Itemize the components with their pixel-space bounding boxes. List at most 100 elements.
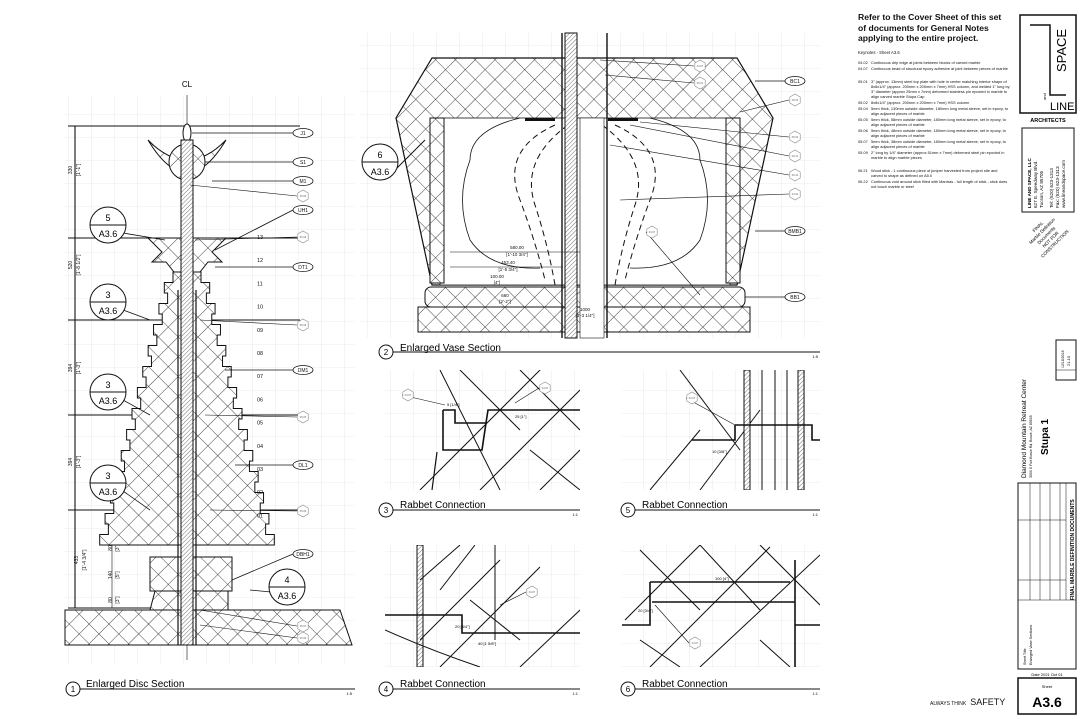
keynote-tag[interactable]: 04.07 bbox=[645, 225, 701, 296]
view-number: 5 bbox=[626, 506, 631, 515]
view-title-6: 6 Rabbet Connection 1:1 bbox=[620, 679, 820, 697]
level-number: 05 bbox=[257, 421, 263, 427]
keynote-tag[interactable]: 05.06 bbox=[194, 230, 309, 244]
element-tag[interactable]: DT1 bbox=[215, 262, 314, 272]
keynote-tag[interactable]: 04.07 bbox=[654, 604, 701, 650]
view-number: 6 bbox=[626, 685, 631, 694]
keynote-code: 05.05 bbox=[858, 116, 868, 122]
element-tag[interactable]: DM1 bbox=[225, 365, 314, 375]
dimension-text: 80 bbox=[108, 597, 114, 603]
dimension-text: [1'-1"] bbox=[76, 163, 82, 176]
keynote-tag[interactable]: 05.05 bbox=[189, 184, 309, 203]
keynote-tag[interactable]: 05.02 bbox=[739, 93, 801, 113]
logo-text: and bbox=[1042, 93, 1047, 100]
tag-label: DL1 bbox=[298, 463, 307, 469]
revision-number: 21.10 bbox=[1066, 355, 1071, 366]
keynote-tag[interactable]: 05.06 bbox=[204, 410, 309, 424]
view-number: 3 bbox=[384, 506, 389, 515]
notes-heading: Refer to the Cover Sheet of this set of … bbox=[858, 12, 1002, 43]
view-scale: 1:1 bbox=[812, 691, 818, 696]
callout-number: 3 bbox=[105, 380, 110, 390]
element-tag[interactable]: S1 bbox=[205, 157, 314, 167]
keynote-tag[interactable]: 05.06 bbox=[199, 318, 309, 332]
tag-label: DBH1 bbox=[296, 552, 310, 558]
detail-callout[interactable]: 3A3.6 bbox=[89, 373, 151, 416]
element-tag[interactable]: J1 bbox=[192, 128, 314, 138]
keynote-tag-label: 05.06 bbox=[300, 323, 307, 327]
vase-stick bbox=[564, 32, 578, 339]
element-tag[interactable]: DBH1 bbox=[231, 549, 314, 581]
keynote-tag[interactable]: 05.06 bbox=[209, 504, 309, 518]
keynote-tag-label: 05.04 bbox=[792, 135, 799, 139]
keynote-tag[interactable]: 04.07 bbox=[514, 381, 551, 404]
level-number: 13 bbox=[257, 235, 263, 241]
level-number: 02 bbox=[257, 490, 263, 496]
level-number: 09 bbox=[257, 328, 263, 334]
keynote-code: 06.21 bbox=[858, 167, 868, 173]
revision-date: 12/18/2018 bbox=[1061, 350, 1065, 368]
keynote-tag-label: 04.07 bbox=[649, 230, 656, 234]
project-name: Diamond Mountain Retreat Center bbox=[1021, 378, 1028, 478]
keynote-tag-label: 04.02 bbox=[792, 192, 799, 196]
logo-text: LINE bbox=[1050, 101, 1074, 113]
callout-number: 5 bbox=[105, 213, 110, 223]
dimension-text: 100.00 bbox=[490, 274, 504, 279]
keynote-tag-label: 04.07 bbox=[697, 64, 704, 68]
detail-callout[interactable]: 3A3.6 bbox=[89, 464, 151, 511]
element-tag[interactable]: DL1 bbox=[235, 460, 314, 470]
element-tag[interactable]: BC1 bbox=[755, 76, 806, 86]
tag-label: DT1 bbox=[298, 265, 308, 271]
detail-6: 100 [4"] 20 [3/4"] 6 Rabbet Connection 1… bbox=[620, 545, 820, 697]
dimension-text: 20 [3/4"] bbox=[638, 608, 653, 613]
keynote-tag[interactable]: 04.07 bbox=[499, 585, 538, 606]
view-scale: 1:1 bbox=[572, 512, 578, 517]
keynote-tag-label: 05.01 bbox=[697, 81, 704, 85]
view-title: Rabbet Connection bbox=[642, 500, 728, 511]
keynote-tag[interactable]: 04.07 bbox=[685, 391, 736, 426]
keynotes-title: Keynotes - Sheet A3.6 bbox=[858, 49, 900, 55]
keynote-tag[interactable]: 04.07 bbox=[599, 59, 706, 73]
project-address: 3500 S Fort Bowie Rd, Bowie, AZ 85605 bbox=[1029, 415, 1033, 478]
tag-label: J1 bbox=[300, 131, 306, 137]
callout-sheet: A3.6 bbox=[99, 229, 118, 239]
element-tag[interactable]: BMB1 bbox=[755, 226, 806, 236]
keynote-tag[interactable]: 05.09 bbox=[199, 624, 309, 645]
keynote-tag-label: 06.21 bbox=[792, 154, 799, 158]
dimension-text: [1'-3"] bbox=[76, 361, 82, 374]
firm-address: 627 E. Speedway Blvd. bbox=[1033, 161, 1038, 209]
firm-fax: Fax: (520) 623-1313 bbox=[1055, 166, 1060, 208]
tag-label: S1 bbox=[300, 160, 306, 166]
tag-label: BMB1 bbox=[788, 229, 802, 235]
callout-6[interactable]: 6 A3.6 bbox=[361, 139, 426, 181]
dimension-text: 394 bbox=[68, 458, 74, 467]
keynote-tag-label: 05.06 bbox=[300, 235, 307, 239]
level-number: 01 bbox=[257, 513, 263, 519]
keynote-tag-label: 04.07 bbox=[405, 393, 412, 397]
keynote-tag-label: 05.02 bbox=[792, 98, 799, 102]
detail-callout[interactable]: 5A3.6 bbox=[89, 206, 166, 244]
element-tag[interactable]: BB1 bbox=[745, 292, 806, 302]
keynote-tag[interactable]: 04.07 bbox=[401, 388, 446, 406]
keynote-tag-label: 05.06 bbox=[300, 415, 307, 419]
keynote-tag[interactable]: 06.22 bbox=[609, 144, 801, 182]
dimension-text: [1'-8 1/2"] bbox=[76, 254, 82, 276]
keynote-tag[interactable]: 04.02 bbox=[619, 187, 801, 201]
tag-label: UH1 bbox=[298, 208, 308, 214]
sheet-name: Stupa 1 bbox=[1040, 418, 1051, 455]
keynote-tag[interactable]: 06.21 bbox=[629, 124, 801, 163]
level-number: 06 bbox=[257, 397, 263, 403]
element-tag[interactable]: M1 bbox=[212, 176, 314, 186]
keynote-tag[interactable]: 05.04 bbox=[639, 121, 801, 144]
detail-callout[interactable]: 3A3.6 bbox=[89, 283, 151, 321]
detail-callout[interactable]: 4A3.6 bbox=[249, 568, 306, 606]
keynote-tag[interactable]: 05.01 bbox=[604, 74, 706, 90]
level-number: 11 bbox=[257, 281, 263, 287]
element-tag[interactable]: UH1 bbox=[214, 205, 314, 251]
view-scale: 1:5 bbox=[346, 691, 352, 696]
detail-4: 20 [3/4"] 40 [1 5/8"] 4 Rabbet Connectio… bbox=[378, 545, 580, 697]
dimension-text: [3"] bbox=[115, 596, 121, 604]
